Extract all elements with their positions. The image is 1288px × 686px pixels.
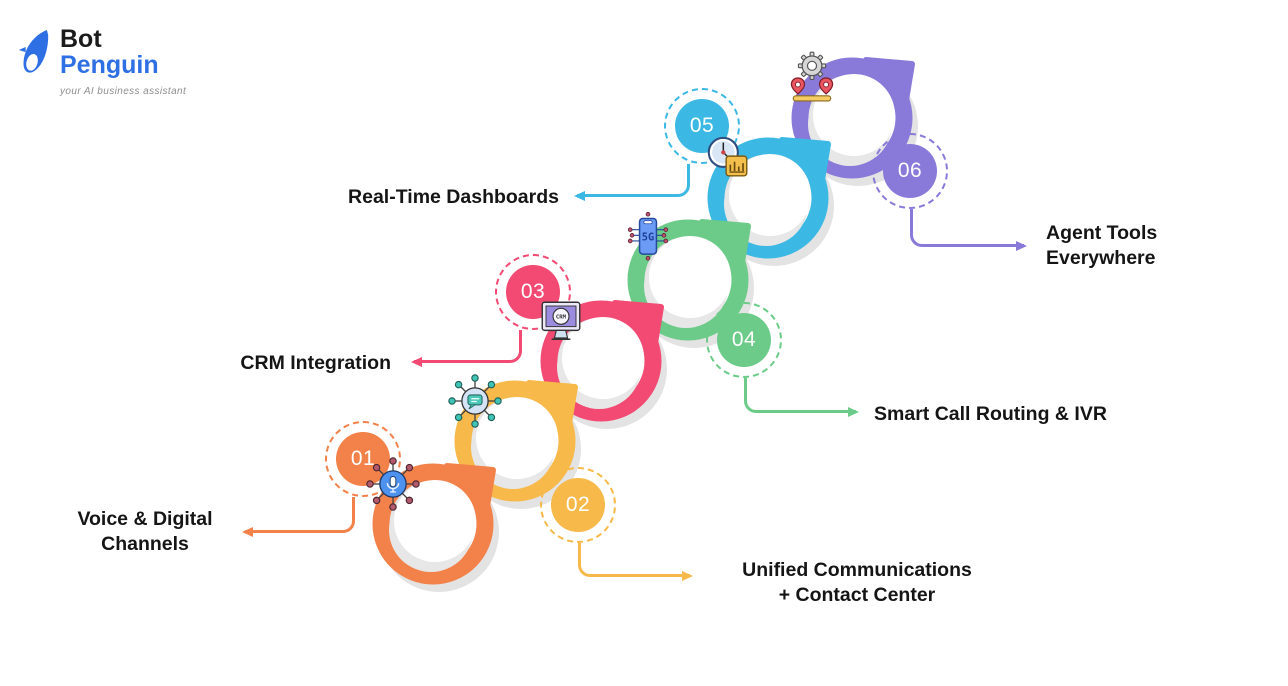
step-label-03: CRM Integration (240, 352, 391, 374)
logo-text-bot: Bot (60, 25, 102, 53)
arrowhead-icon (848, 407, 859, 417)
badge-number: 05 (689, 114, 715, 137)
arrowhead-icon (1016, 241, 1027, 251)
step-circle-05 (698, 128, 838, 268)
step-badge-05: 05 (664, 88, 740, 164)
step-ring (627, 219, 754, 348)
step-circle-04: 5G (618, 210, 758, 350)
connector-02 (578, 543, 693, 581)
step-ring (540, 300, 667, 429)
svg-text:5G: 5G (642, 231, 654, 243)
connector-03 (411, 330, 522, 367)
5g-phone-icon: 5G (627, 211, 669, 261)
chat-network-icon (448, 374, 502, 428)
step-label-02: Unified Communications + Contact Center (742, 559, 972, 606)
logo-tagline: your AI business assistant (60, 86, 187, 97)
svg-text:CRM: CRM (556, 315, 567, 321)
step-label-05: Real-Time Dashboards (348, 186, 559, 208)
step-label-06: Agent Tools Everywhere (1046, 222, 1158, 269)
arrowhead-icon (411, 357, 422, 367)
crm-monitor-icon: CRM (541, 301, 581, 341)
step-badge-01: 01 (325, 421, 401, 497)
arrowhead-icon (682, 571, 693, 581)
connector-05 (574, 164, 690, 201)
arrowhead-icon (574, 191, 585, 201)
step-badge-06: 06 (872, 133, 948, 209)
badge-number: 04 (731, 328, 757, 351)
step-circle-01 (363, 454, 503, 594)
connector-01 (242, 497, 355, 537)
connector-04 (744, 378, 859, 417)
clock-chart-icon (707, 136, 748, 177)
badge-number: 03 (520, 280, 546, 303)
connector-06 (910, 209, 1027, 251)
gear-pins-icon (790, 51, 834, 102)
badge-number: 02 (565, 493, 591, 516)
step-label-04: Smart Call Routing & IVR (874, 403, 1107, 425)
badge-number: 01 (350, 447, 376, 470)
step-badge-02: 02 (540, 467, 616, 543)
step-ring (372, 463, 499, 592)
arrowhead-icon (242, 527, 253, 537)
step-badge-04: 04 (706, 302, 782, 378)
microphone-network-icon (366, 457, 420, 511)
badge-number: 06 (897, 159, 923, 182)
botpenguin-logo: Bot Penguin your AI business assistant (18, 26, 186, 97)
penguin-icon (18, 30, 49, 73)
logo-text-penguin: Penguin (60, 51, 159, 79)
step-label-01: Voice & Digital Channels (77, 508, 213, 555)
step-circle-03: CRM (531, 291, 671, 431)
